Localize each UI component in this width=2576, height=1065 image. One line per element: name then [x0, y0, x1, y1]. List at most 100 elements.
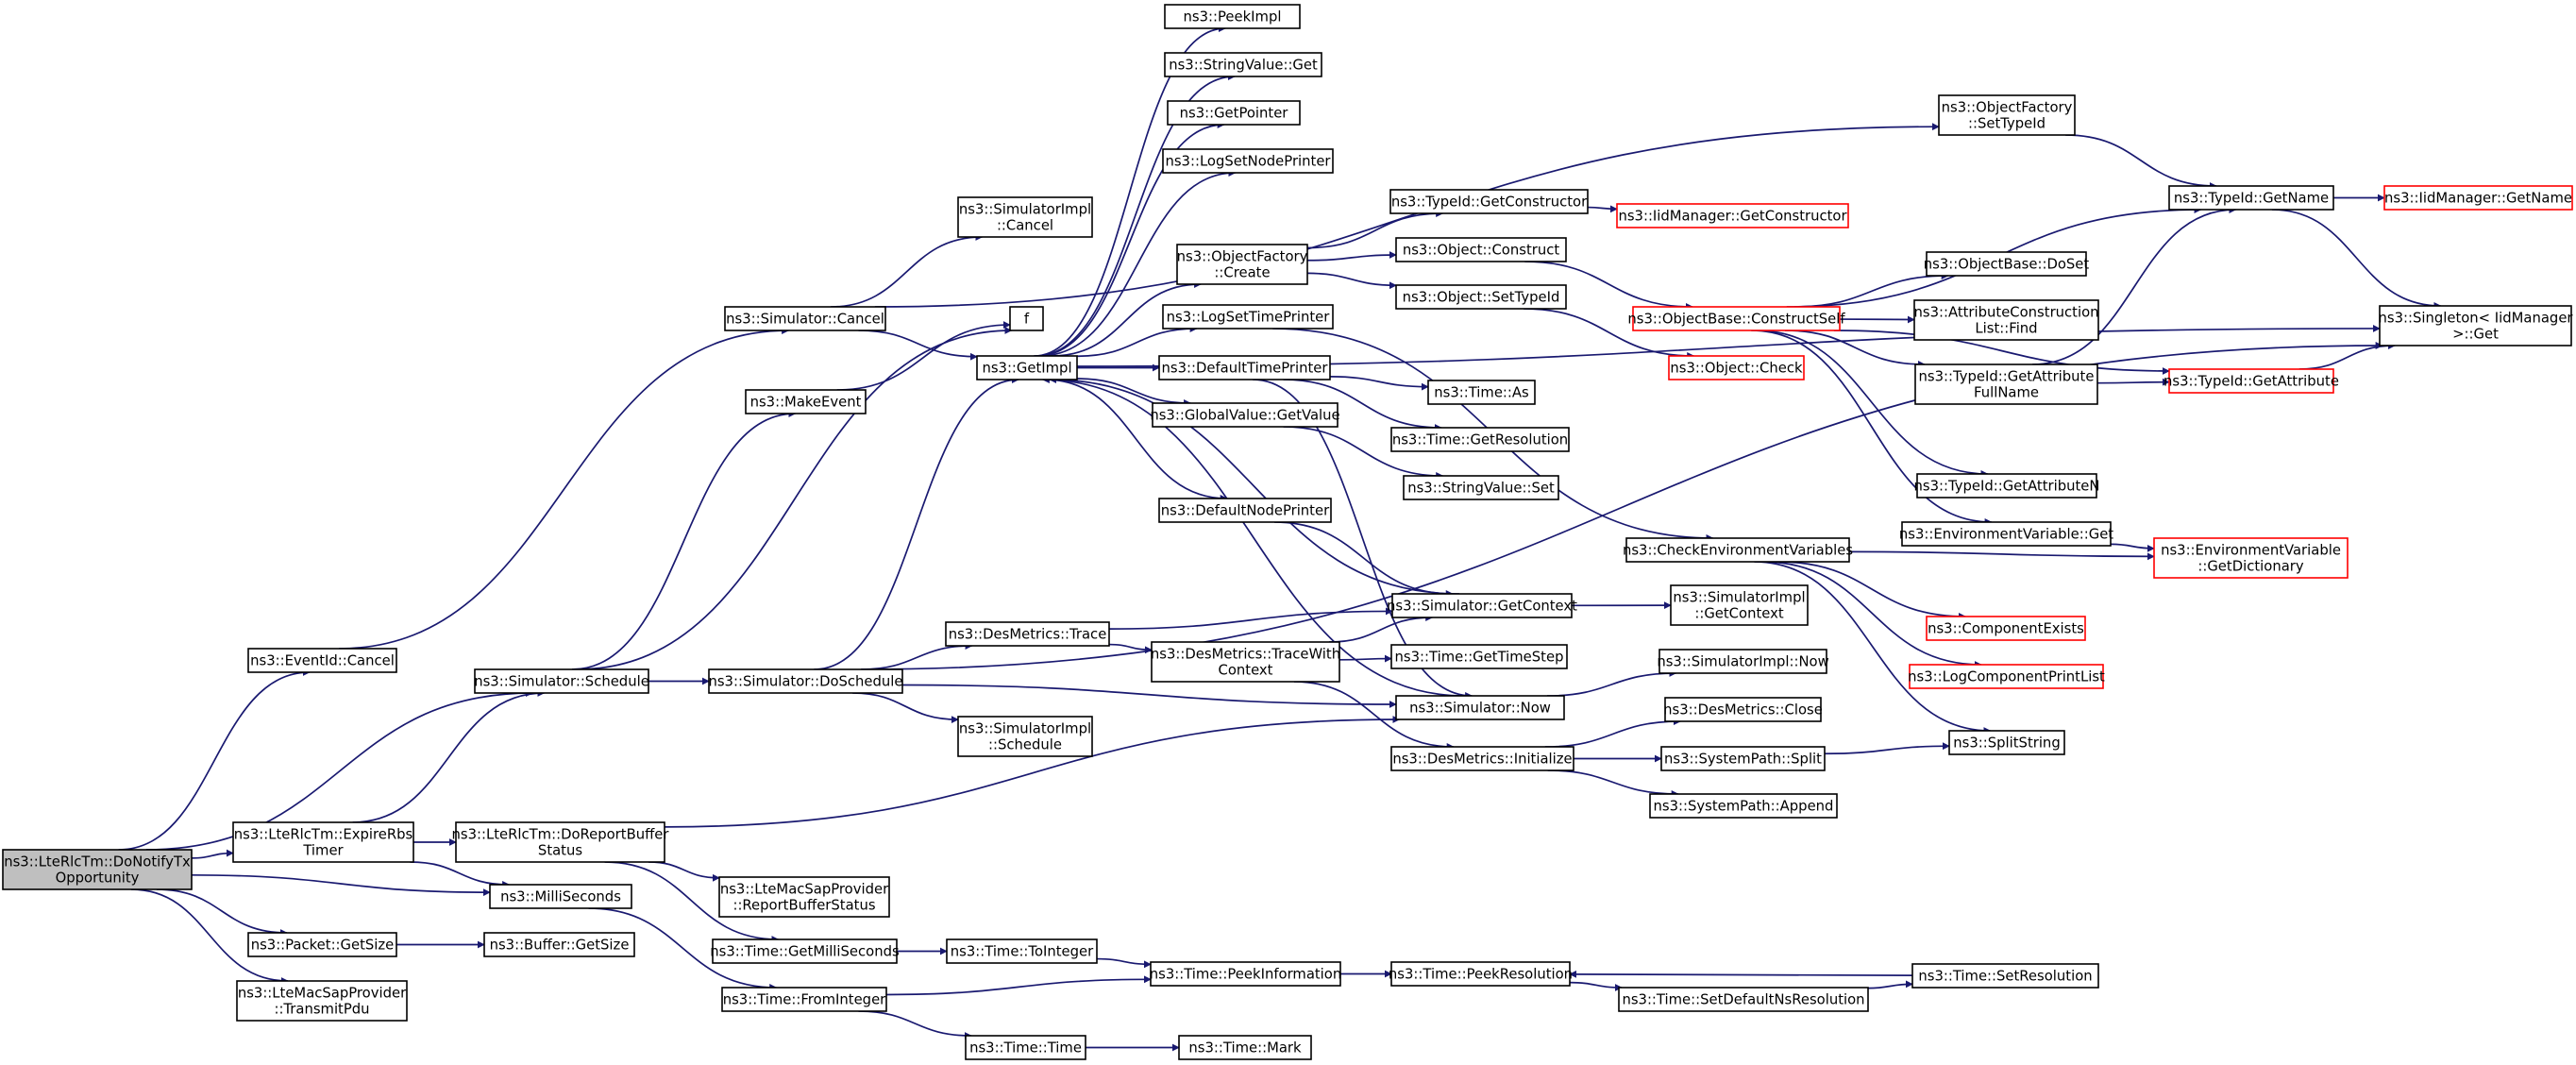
node-label: ns3::ObjectBase::ConstructSelf [1627, 312, 1845, 328]
node-iidmanager_getctor[interactable]: ns3::IidManager::GetConstructor [1616, 203, 1849, 228]
node-box [1658, 649, 1827, 674]
node-getimpl[interactable]: ns3::GetImpl [976, 355, 1078, 380]
node-typeid_getattribute[interactable]: ns3::TypeId::GetAttribute [2164, 368, 2339, 394]
node-des_close[interactable]: ns3::DesMetrics::Close [1663, 697, 1823, 722]
node-sim_cancel[interactable]: ns3::Simulator::Cancel [724, 306, 886, 331]
node-label: ns3::ObjectBase::DoSet [1924, 257, 2090, 273]
node-systempath_split[interactable]: ns3::SystemPath::Split [1660, 746, 1826, 771]
node-sim_getcontext[interactable]: ns3::Simulator::GetContext [1387, 593, 1577, 618]
node-time_time[interactable]: ns3::Time::Time [965, 1035, 1086, 1060]
node-objfactory_settypeid[interactable]: ns3::ObjectFactory::SetTypeId [1938, 94, 2076, 136]
node-systempath_append[interactable]: ns3::SystemPath::Append [1649, 793, 1838, 819]
node-sim_now[interactable]: ns3::Simulator::Now [1395, 695, 1565, 720]
node-componentexists[interactable]: ns3::ComponentExists [1926, 616, 2086, 641]
node-singleton_get[interactable]: ns3::Singleton< IidManager>::Get [2378, 305, 2573, 347]
node-millis[interactable]: ns3::MilliSeconds [489, 884, 632, 909]
node-logsettimeprinter[interactable]: ns3::LogSetTimePrinter [1162, 304, 1334, 330]
node-label: ns3::Time::SetResolution [1918, 969, 2092, 985]
node-globalvalue_getvalue[interactable]: ns3::GlobalValue::GetValue [1150, 402, 1340, 428]
edge-doschedule-to-singleton_get [861, 342, 2383, 670]
node-getpointer[interactable]: ns3::GetPointer [1167, 100, 1301, 126]
node-envvar_getdict[interactable]: ns3::EnvironmentVariable::GetDictionary [2153, 537, 2349, 579]
node-object_settypeid[interactable]: ns3::Object::SetTypeId [1395, 284, 1567, 310]
node-simimpl_cancel[interactable]: ns3::SimulatorImpl::Cancel [957, 196, 1093, 238]
node-box [1389, 189, 1589, 214]
node-reportbufferstatus[interactable]: ns3::LteMacSapProvider::ReportBufferStat… [718, 876, 890, 918]
node-peekinformation[interactable]: ns3::Time::PeekInformation [1150, 961, 1341, 987]
edge-checkenv-to-splitstring [1754, 561, 1992, 735]
node-envvar_get[interactable]: ns3::EnvironmentVariable::Get [1899, 521, 2113, 547]
node-time_gettimestep[interactable]: ns3::Time::GetTimeStep [1390, 644, 1568, 669]
node-simimpl_getcontext[interactable]: ns3::SimulatorImpl::GetContext [1670, 584, 1809, 626]
edge-checkenv-to-logcomponentprintlist [1762, 561, 1982, 668]
edge-sim_cancel-to-simimpl_cancel [831, 233, 984, 308]
node-transmitpdu[interactable]: ns3::LteMacSapProvider::TransmitPdu [236, 980, 408, 1022]
node-time_getresolution[interactable]: ns3::Time::GetResolution [1390, 427, 1570, 452]
node-buffer_getsize[interactable]: ns3::Buffer::GetSize [483, 932, 635, 957]
node-simimpl_now[interactable]: ns3::SimulatorImpl::Now [1657, 649, 1829, 674]
node-label: ns3::Time::SetDefaultNsResolution [1622, 992, 1864, 1008]
node-object_check[interactable]: ns3::Object::Check [1668, 355, 1805, 380]
node-getmillis[interactable]: ns3::Time::GetMilliSeconds [710, 938, 900, 964]
node-label: ns3::DesMetrics::Close [1663, 702, 1823, 718]
edge-systempath_split-to-splitstring [1824, 742, 1950, 755]
edge-getimpl-to-getpointer [1036, 121, 1225, 357]
node-label: ns3::Time::GetTimeStep [1395, 650, 1564, 666]
node-time_setresolution[interactable]: ns3::Time::SetResolution [1911, 963, 2099, 989]
node-time_mark[interactable]: ns3::Time::Mark [1178, 1035, 1312, 1060]
node-des_trace[interactable]: ns3::DesMetrics::Trace [945, 621, 1110, 647]
edge-root-to-packet_getsize [156, 888, 288, 937]
edge-sim_now-to-getimpl [1041, 376, 1465, 697]
node-tointeger[interactable]: ns3::Time::ToInteger [946, 938, 1098, 964]
node-time_as[interactable]: ns3::Time::As [1427, 380, 1536, 405]
node-object_construct[interactable]: ns3::Object::Construct [1395, 237, 1567, 262]
node-label: ns3::Time::GetMilliSeconds [710, 944, 899, 960]
node-frominteger[interactable]: ns3::Time::FromInteger [721, 987, 887, 1012]
node-stringvalue_get[interactable]: ns3::StringValue::Get [1164, 52, 1322, 77]
node-peekresolution[interactable]: ns3::Time::PeekResolution [1389, 961, 1573, 987]
node-box [455, 821, 665, 863]
node-label: ns3::DesMetrics::TraceWith [1151, 647, 1340, 663]
node-defaultnodeprinter[interactable]: ns3::DefaultNodePrinter [1158, 498, 1332, 523]
node-setdefaultnsres[interactable]: ns3::Time::SetDefaultNsResolution [1618, 987, 1869, 1012]
node-f[interactable]: f [1009, 306, 1044, 331]
node-objfactory_create[interactable]: ns3::ObjectFactory::Create [1176, 244, 1308, 285]
node-box [721, 987, 887, 1012]
node-stringvalue_set[interactable]: ns3::StringValue::Set [1403, 475, 1559, 500]
node-sim_schedule[interactable]: ns3::Simulator::Schedule [474, 668, 649, 694]
edge-constructself-to-typeid_getattribute [1833, 330, 2170, 375]
node-box [489, 884, 632, 909]
node-checkenv[interactable]: ns3::CheckEnvironmentVariables [1623, 537, 1853, 563]
node-peekimpl[interactable]: ns3::PeekImpl [1164, 4, 1301, 29]
node-iidmanager_getname[interactable]: ns3::IidManager::GetName [2383, 185, 2573, 211]
edge-gettypeid_getattrfullname-to-typeid_getname [2032, 206, 2237, 365]
node-label: ns3::TypeId::GetAttribute [1919, 369, 2095, 385]
node-box [1009, 306, 1044, 331]
node-gettypeid_ctor[interactable]: ns3::TypeId::GetConstructor [1389, 189, 1589, 214]
node-simimpl_schedule[interactable]: ns3::SimulatorImpl::Schedule [957, 716, 1093, 757]
node-logsetnodeprinter[interactable]: ns3::LogSetNodePrinter [1162, 148, 1334, 174]
node-splitstring[interactable]: ns3::SplitString [1948, 730, 2065, 755]
node-typeid_getname[interactable]: ns3::TypeId::GetName [2168, 185, 2334, 211]
node-logcomponentprintlist[interactable]: ns3::LogComponentPrintList [1908, 664, 2105, 689]
node-packet_getsize[interactable]: ns3::Packet::GetSize [247, 932, 397, 957]
node-label: ns3::MilliSeconds [500, 889, 621, 905]
node-label: ns3::Packet::GetSize [251, 938, 395, 954]
node-defaulttimeprinter[interactable]: ns3::DefaultTimePrinter [1158, 355, 1331, 380]
node-label: ns3::TypeId::GetName [2174, 191, 2329, 207]
node-typeid_getattrn[interactable]: ns3::TypeId::GetAttributeN [1914, 473, 2100, 499]
node-makeevent[interactable]: ns3::MakeEvent [745, 389, 867, 414]
node-eventid_cancel[interactable]: ns3::EventId::Cancel [247, 648, 397, 673]
node-constructself[interactable]: ns3::ObjectBase::ConstructSelf [1627, 306, 1845, 331]
node-label: ::GetDictionary [2197, 559, 2303, 575]
node-des_initialize[interactable]: ns3::DesMetrics::Initialize [1390, 746, 1574, 771]
edge-des_trace-to-sim_getcontext [1108, 607, 1393, 630]
node-objectbase_doset[interactable]: ns3::ObjectBase::DoSet [1924, 251, 2090, 277]
node-doschedule[interactable]: ns3::Simulator::DoSchedule [708, 668, 903, 694]
